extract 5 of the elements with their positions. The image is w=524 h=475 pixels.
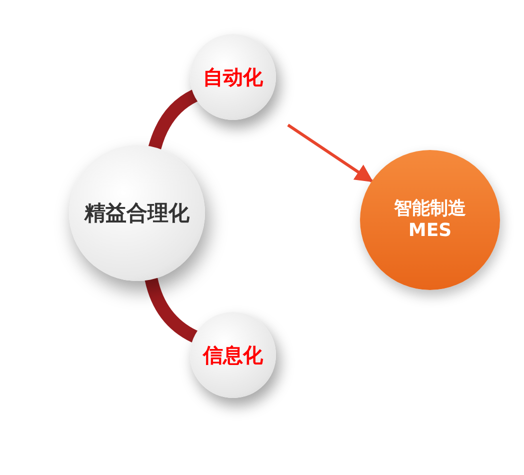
node-label: 智能制造 MES [393,198,467,242]
node-label: 精益合理化 [84,200,190,226]
node-label: 信息化 [203,342,263,368]
node-label: 自动化 [203,64,263,90]
arrow [287,124,374,182]
